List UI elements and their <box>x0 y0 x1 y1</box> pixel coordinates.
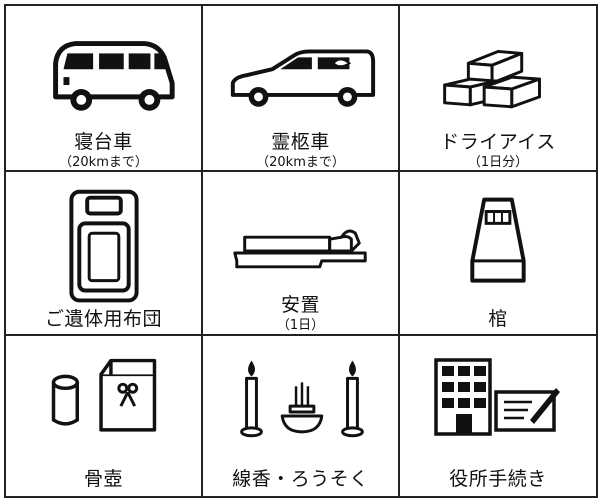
futon-icon <box>69 189 139 303</box>
service-label: 霊柩車 <box>271 131 330 153</box>
mortuary-bed-icon <box>233 229 367 269</box>
service-label: 役所手続き <box>449 468 547 490</box>
service-cell-dry-ice: ドライアイス （1日分） <box>400 6 596 172</box>
service-cell-mortuary: 安置 （1日） <box>203 172 400 336</box>
service-grid: 寝台車 （20kmまで） 霊柩車 （20kmまで） <box>4 4 598 498</box>
service-sublabel: （20kmまで） <box>256 155 345 170</box>
dry-ice-icon <box>443 49 541 109</box>
coffin-icon <box>470 197 526 283</box>
van-icon <box>53 41 175 111</box>
service-label: ご遺体用布団 <box>44 308 162 330</box>
service-cell-futon: ご遺体用布団 <box>6 172 203 336</box>
service-label: 線香・ろうそく <box>232 468 369 490</box>
service-cell-van: 寝台車 （20kmまで） <box>6 6 203 172</box>
service-label: 安置 <box>280 294 320 316</box>
hearse-icon <box>230 49 376 107</box>
service-label: 棺 <box>488 308 508 330</box>
service-sublabel: （1日分） <box>467 155 529 170</box>
service-cell-coffin: 棺 <box>400 172 596 336</box>
incense-candle-icon <box>240 360 364 438</box>
service-cell-paperwork: 役所手続き <box>400 336 596 496</box>
city-hall-paperwork-icon <box>434 358 560 436</box>
urn-icon <box>51 358 157 432</box>
service-label: 寝台車 <box>74 131 133 153</box>
service-cell-hearse: 霊柩車 （20kmまで） <box>203 6 400 172</box>
service-sublabel: （20kmまで） <box>59 155 148 170</box>
service-label: ドライアイス <box>440 131 556 153</box>
service-label: 骨壺 <box>83 468 123 490</box>
service-cell-incense: 線香・ろうそく <box>203 336 400 496</box>
service-cell-urn: 骨壺 <box>6 336 203 496</box>
service-sublabel: （1日） <box>276 318 325 333</box>
